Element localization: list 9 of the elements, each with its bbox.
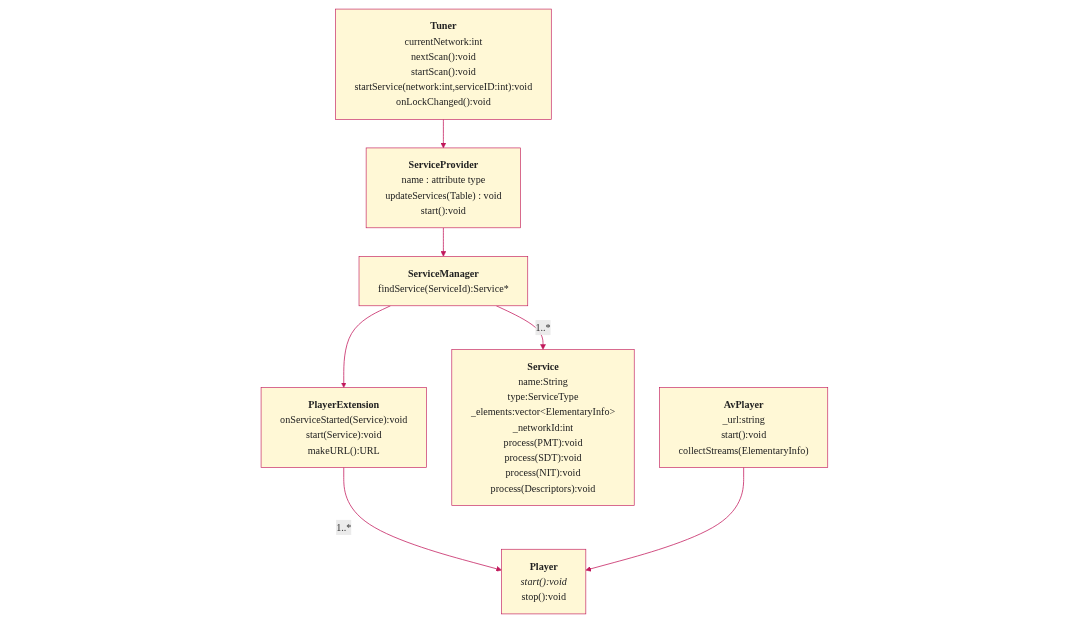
node-box: ServiceManager findService(ServiceId):Service* (358, 256, 528, 307)
edge-label: 1..* (534, 321, 551, 333)
node-box: ServiceProvider name : attribute type updateServices(Table) : void start():void (365, 147, 521, 229)
node-box: Player start():void stop():void (500, 548, 586, 615)
node-box: PlayerExtension onServiceStarted(Service):void start(Service):void makeURL():URL (260, 387, 427, 468)
node-box: Service name:String type:ServiceType _elements:vector<ElementaryInfo> _networkId:int process(PMT):void process(SDT):void process(NIT):void process(Descriptors):void (451, 349, 635, 506)
edge-label: 1..* (335, 521, 351, 533)
node-box: Tuner currentNetwork:int nextScan():void startScan():void startService(network:int,serviceID:int):void onLockChanged():void (334, 8, 552, 120)
node-box: AvPlayer _url:string start():void collectStreams(ElementaryInfo) (658, 387, 828, 468)
